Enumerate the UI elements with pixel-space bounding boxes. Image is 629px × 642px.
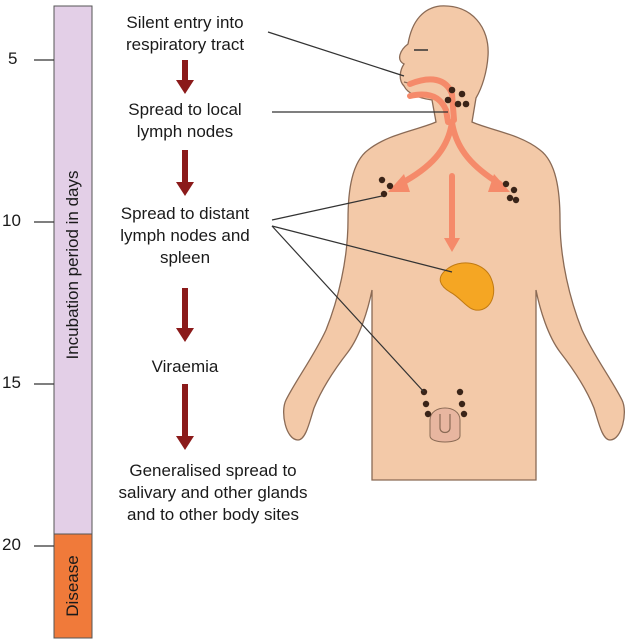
tick-label: 15 bbox=[2, 373, 21, 393]
step-arrow bbox=[176, 288, 194, 342]
step-arrow bbox=[176, 60, 194, 94]
disease-label: Disease bbox=[63, 549, 83, 623]
tick-label: 20 bbox=[2, 535, 21, 555]
step-label-viraemia: Viraemia bbox=[105, 356, 265, 378]
step-arrow bbox=[176, 150, 194, 196]
step-arrow bbox=[176, 384, 194, 450]
axis-title: Incubation period in days bbox=[63, 160, 83, 370]
tick-label: 10 bbox=[2, 211, 21, 231]
tick-label: 5 bbox=[8, 49, 17, 69]
groin bbox=[430, 408, 460, 442]
